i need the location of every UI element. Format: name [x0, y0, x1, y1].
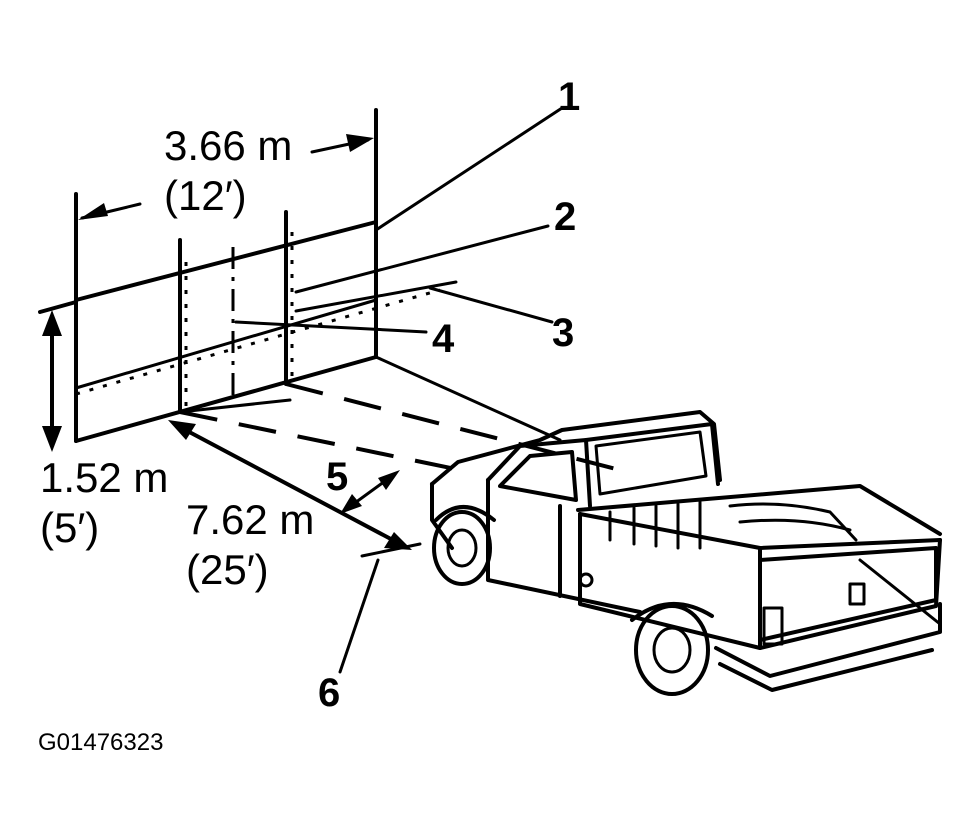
callout-5: 5	[326, 455, 348, 499]
width-metric-label: 3.66 m	[164, 122, 292, 169]
callout-4: 4	[432, 317, 455, 361]
width-dimension	[78, 134, 374, 220]
height-metric-label: 1.52 m	[40, 454, 168, 501]
height-imperial-label: (5′)	[40, 504, 99, 551]
distance-imperial-label: (25′)	[186, 546, 269, 593]
width-imperial-label: (12′)	[164, 172, 247, 219]
callout-5-arrow	[340, 470, 400, 514]
callout-2: 2	[554, 195, 576, 239]
callout-3: 3	[552, 311, 574, 355]
callout-leaders	[234, 106, 564, 674]
distance-metric-label: 7.62 m	[186, 496, 314, 543]
callout-1: 1	[558, 75, 580, 119]
height-dimension	[42, 310, 62, 452]
distance-dimension	[168, 420, 412, 550]
callout-6: 6	[318, 671, 340, 715]
aiming-screen	[38, 108, 621, 474]
pickup-truck	[430, 410, 942, 696]
figure-code: G01476323	[38, 729, 163, 756]
